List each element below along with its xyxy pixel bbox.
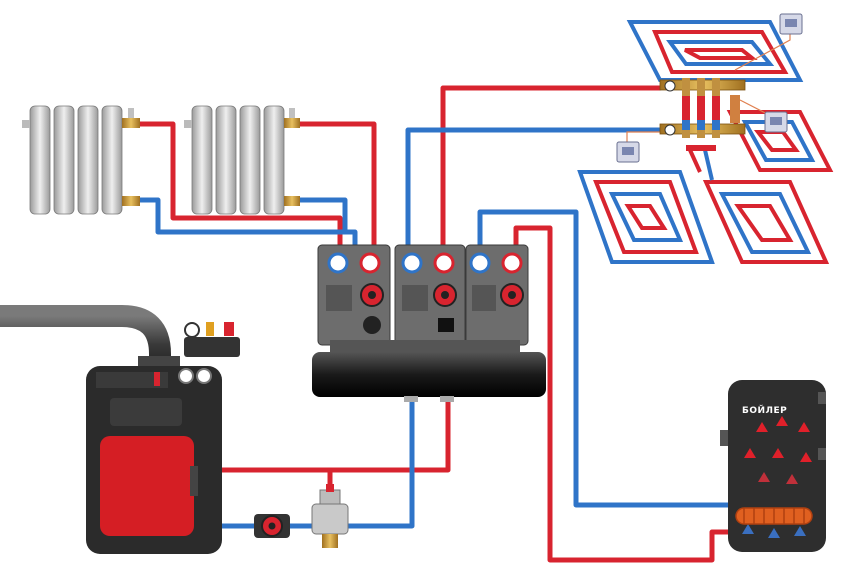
fire-door	[100, 436, 194, 536]
underfloor-manifold	[659, 78, 746, 151]
thermostat-icon	[764, 111, 788, 133]
radiator-1-supply-pipe	[137, 121, 343, 253]
thermometer-gauge-icon	[401, 252, 423, 274]
pump-group-3	[465, 244, 529, 346]
radiator-valve-icon	[122, 108, 140, 128]
pump-group-2	[394, 244, 466, 346]
radiator-2-supply-pipe	[295, 121, 377, 253]
floor-return-pipe	[405, 127, 663, 253]
storage-tank: БОЙЛЕР	[720, 380, 826, 552]
mixing-valve-icon	[311, 484, 349, 548]
radiator-1-return-pipe	[137, 197, 358, 253]
boiler-thermometer-icon	[178, 368, 194, 384]
radiator-valve-icon	[284, 108, 300, 128]
floor-loop-bottom-left	[577, 170, 715, 264]
thermostat-icon	[779, 13, 803, 35]
underfloor-heating-loops	[577, 20, 834, 264]
distribution-header	[312, 340, 546, 402]
chimney	[0, 305, 171, 372]
boiler-circulation-pump	[254, 514, 290, 538]
floor-loop-bottom-right	[702, 180, 830, 264]
tank-supply-pipe	[513, 225, 731, 563]
manifold-valves	[682, 78, 720, 138]
pump-group-1	[317, 244, 391, 346]
thermometer-gauge-icon	[327, 252, 349, 274]
manifold-gauge-icon	[664, 80, 676, 92]
thermostat-icon	[616, 141, 640, 163]
radiator-1	[22, 105, 140, 215]
header-supply-pipe	[219, 395, 451, 473]
pressure-gauge-icon	[184, 322, 200, 338]
thermometer-gauge-icon	[469, 252, 491, 274]
radiator-2-return-pipe	[295, 197, 348, 235]
solid-fuel-boiler	[0, 305, 240, 554]
floor-supply-pipe	[440, 85, 663, 253]
storage-tank-label: БОЙЛЕР	[742, 404, 787, 416]
tank-return-pipe	[477, 209, 731, 508]
heat-arrows	[742, 416, 812, 538]
radiator-2	[184, 105, 300, 215]
